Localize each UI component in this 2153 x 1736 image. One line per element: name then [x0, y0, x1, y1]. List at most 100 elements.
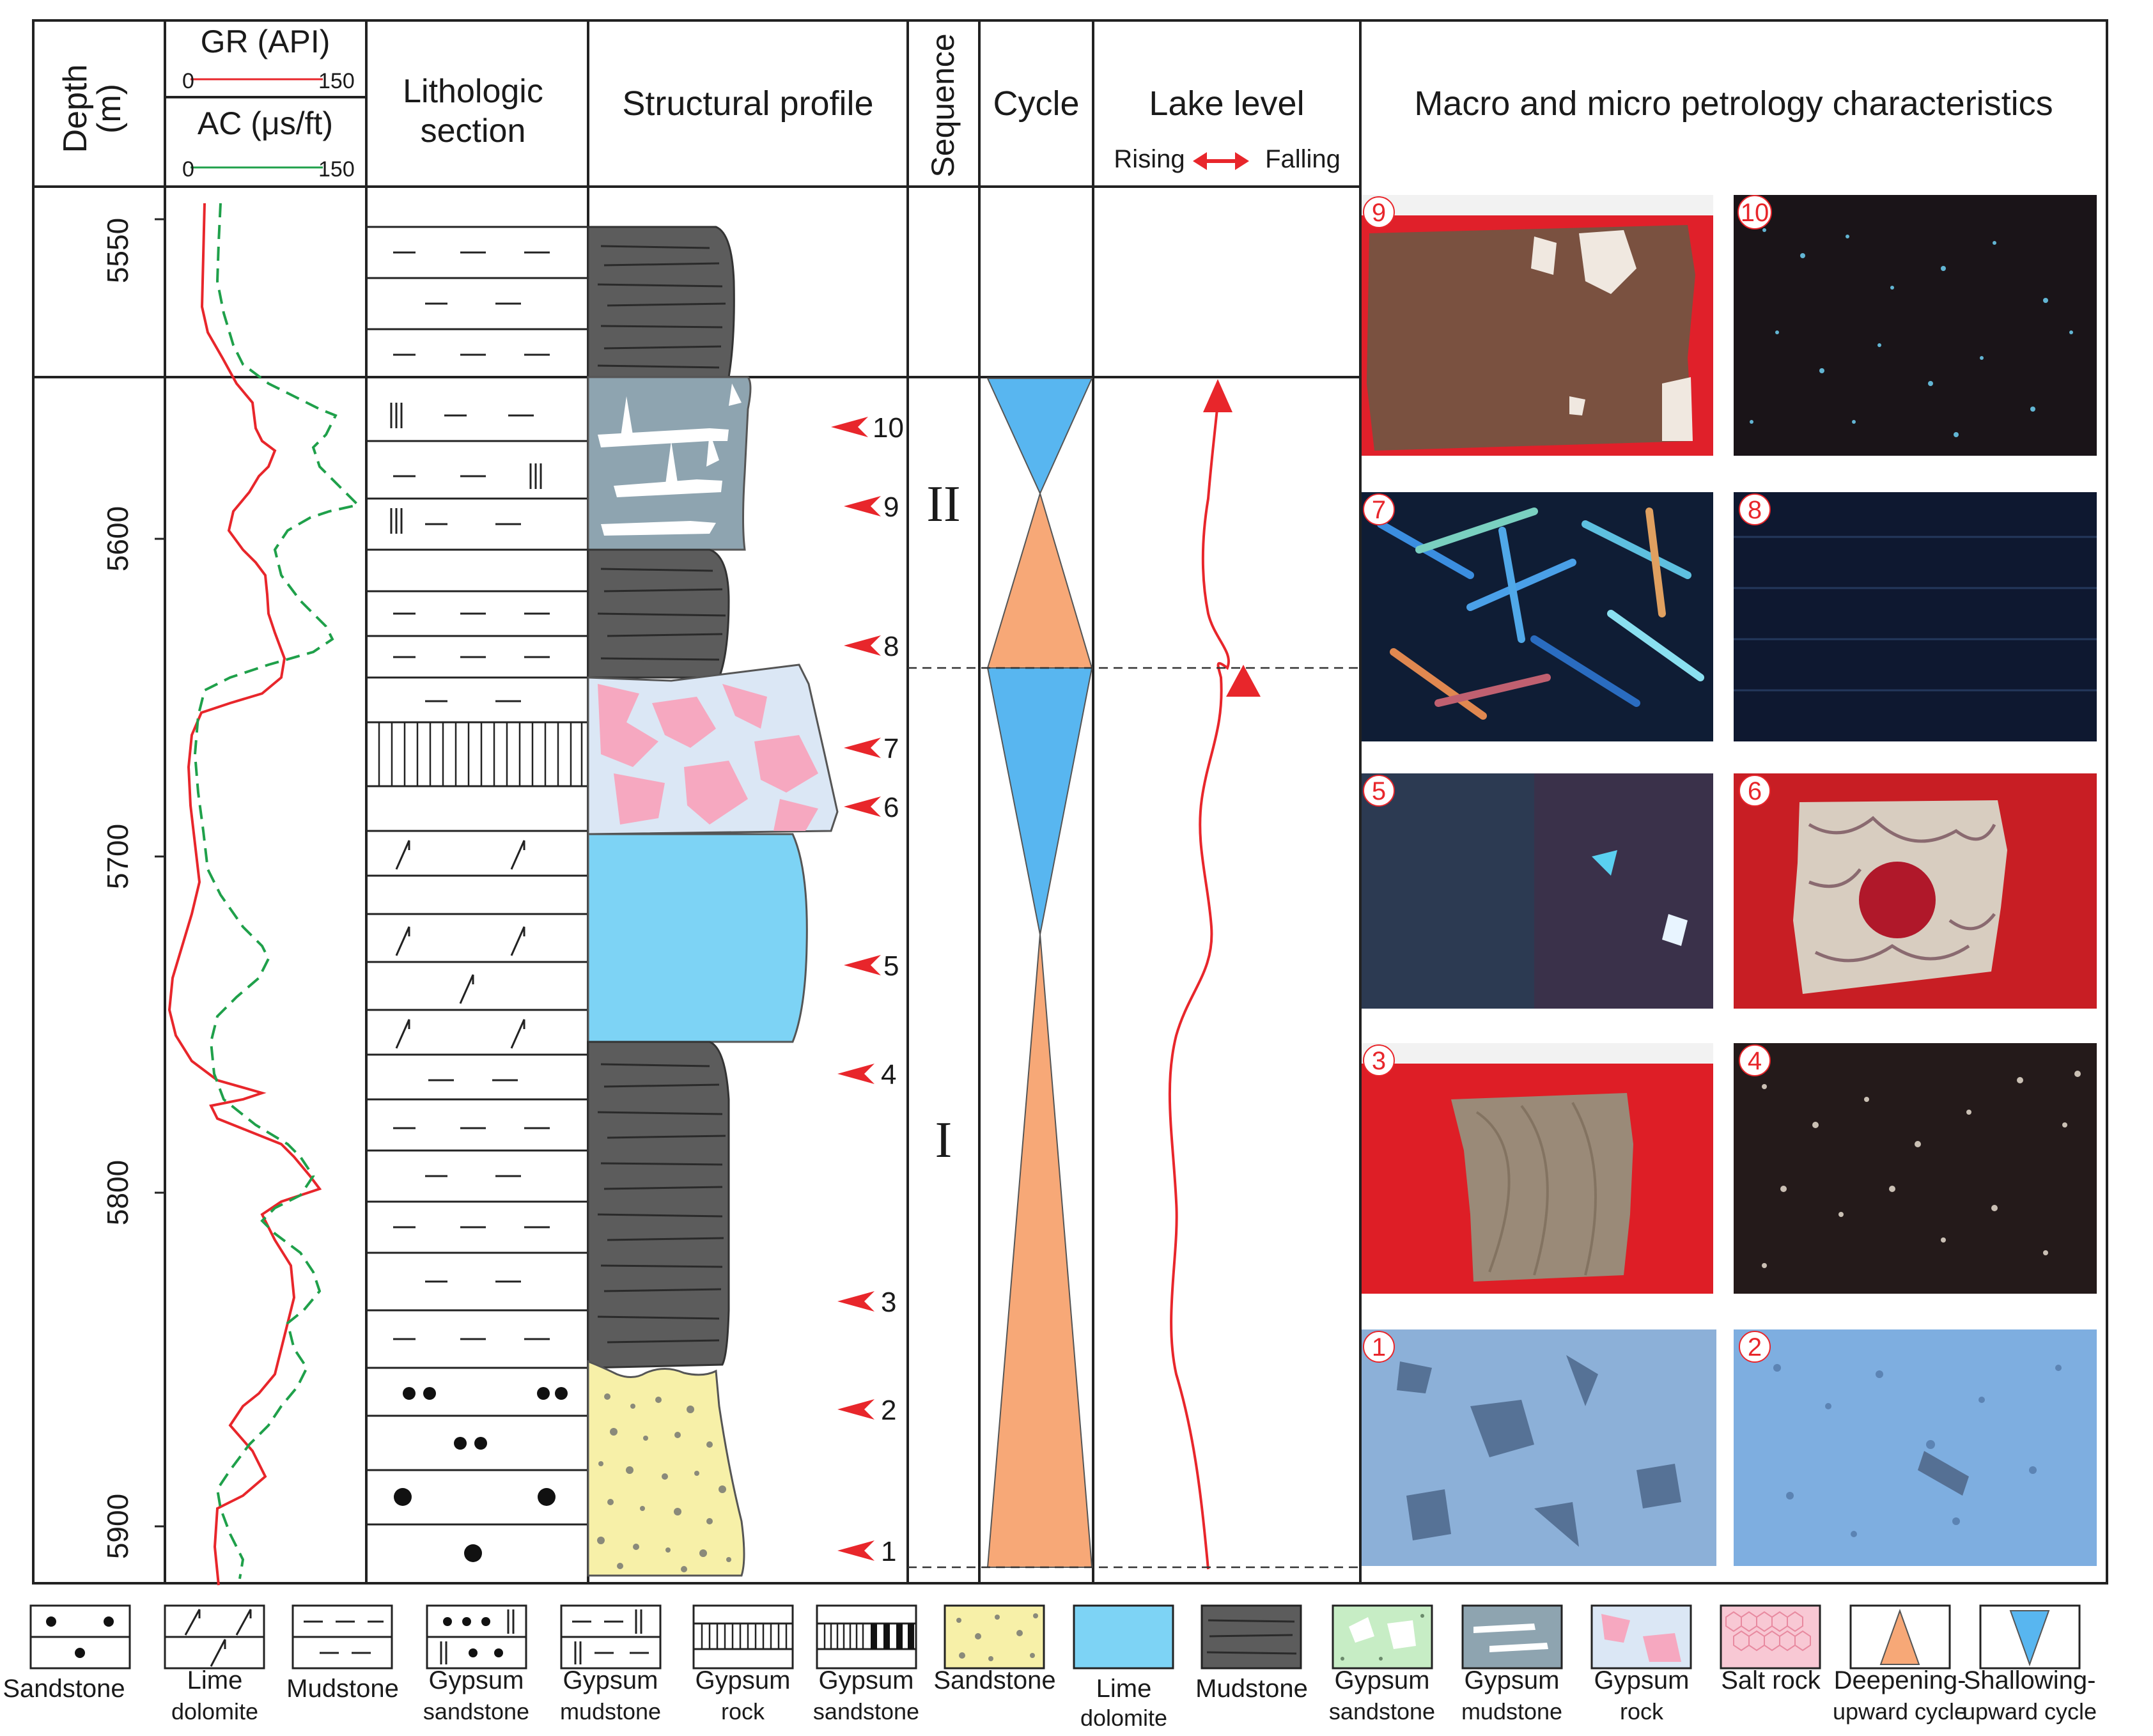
photo-8: 8	[1734, 492, 2097, 741]
legend: Sandstone Lime dolomite Mudstone	[3, 1604, 2097, 1731]
svg-text:4: 4	[881, 1059, 896, 1090]
deepening-cycle-lower	[986, 934, 1093, 1568]
cycle-header: Cycle	[993, 84, 1079, 123]
svg-text:Sandstone: Sandstone	[933, 1666, 1055, 1694]
sequence-I-label: I	[935, 1112, 952, 1168]
photo-4-label-badge	[1739, 1044, 1771, 1076]
svg-text:10: 10	[873, 412, 904, 444]
svg-text:Gypsum: Gypsum	[429, 1666, 524, 1694]
legend-item-deepening-cycle: Deepening- upward cycle	[1833, 1604, 1967, 1724]
svg-text:Salt rock: Salt rock	[1721, 1666, 1821, 1694]
sample-marker-5: 5	[844, 950, 899, 982]
legend-item-gypsum-rock-color: Gypsum rock	[1590, 1604, 1692, 1724]
sandstone-bed	[587, 1360, 745, 1577]
depth-header: Depth	[57, 65, 94, 153]
photo-9-label-badge	[1363, 196, 1395, 228]
depth-tick-5700: 5700	[101, 824, 134, 889]
legend-item-mudstone-pattern: Mudstone	[286, 1604, 399, 1703]
svg-text:sandstone: sandstone	[1329, 1698, 1435, 1724]
photo-6-label-badge	[1739, 775, 1771, 807]
photo-5: 5	[1362, 773, 1713, 1009]
depth-tick-5800: 5800	[101, 1160, 134, 1225]
sample-marker-4: 4	[837, 1059, 896, 1090]
photo-10: 10	[1734, 195, 2097, 456]
sample-marker-2: 2	[837, 1395, 896, 1426]
mudstone-bed-lower	[587, 1041, 730, 1369]
lake-level-peak-upper-icon	[1203, 379, 1232, 412]
svg-text:Gypsum: Gypsum	[1335, 1666, 1430, 1694]
legend-item-gypsum-mudstone-color: Gypsum mudstone	[1461, 1604, 1563, 1724]
sequence-header: Sequence	[925, 33, 961, 177]
lime-dolomite-slashes	[395, 840, 525, 1049]
depth-tick-5900: 5900	[101, 1494, 134, 1559]
svg-text:Gypsum: Gypsum	[1465, 1666, 1560, 1694]
gr-curve	[167, 203, 322, 1586]
lake-level-curve	[1168, 402, 1230, 1570]
photo-2-label: 2	[1748, 1333, 1762, 1361]
photo-7-label: 7	[1372, 496, 1386, 524]
ac-curve	[193, 203, 361, 1579]
photo-9-label: 9	[1372, 199, 1386, 227]
litho-bed-boundaries	[366, 226, 588, 1526]
svg-text:Gypsum: Gypsum	[563, 1666, 658, 1694]
lake-level-column	[1168, 379, 1261, 1570]
svg-text:5: 5	[883, 950, 899, 982]
svg-text:upward cycle: upward cycle	[1963, 1698, 2097, 1724]
svg-text:upward cycle: upward cycle	[1833, 1698, 1967, 1724]
mudstone-texture-top	[597, 245, 726, 369]
shallowing-cycle-upper	[986, 378, 1093, 495]
sandstone-dots	[394, 1387, 568, 1562]
photo-10-label: 10	[1741, 199, 1769, 227]
legend-item-salt-rock: Salt rock	[1720, 1604, 1821, 1694]
svg-text:sandstone: sandstone	[423, 1698, 529, 1724]
mudstone-texture-lower	[597, 1063, 726, 1344]
sample-marker-3: 3	[837, 1287, 896, 1318]
svg-text:8: 8	[883, 631, 899, 662]
svg-text:Gypsum: Gypsum	[819, 1666, 914, 1694]
falling-label: Falling	[1265, 145, 1341, 173]
legend-item-sandstone-color: Sandstone	[933, 1604, 1056, 1694]
svg-text:mudstone: mudstone	[1461, 1698, 1562, 1724]
gypsum-verticals	[390, 403, 542, 534]
photo-1-label-badge	[1363, 1331, 1395, 1363]
svg-text:Mudstone: Mudstone	[286, 1675, 399, 1703]
photo-8-label: 8	[1748, 496, 1762, 524]
mudstone-texture-middle	[597, 568, 726, 661]
svg-text:rock: rock	[1620, 1698, 1664, 1724]
photo-10-label-badge	[1737, 195, 1772, 229]
mudstone-dashes	[393, 251, 550, 1340]
svg-text:Shallowing-: Shallowing-	[1964, 1666, 2096, 1694]
sample-markers: 10 9 8 7 6 5 4 3	[831, 412, 904, 1567]
sample-marker-7: 7	[844, 733, 899, 764]
rising-label: Rising	[1114, 145, 1185, 173]
photo-6-label: 6	[1748, 777, 1762, 805]
photo-1-label: 1	[1372, 1333, 1386, 1361]
sandstone-texture	[597, 1393, 731, 1572]
legend-item-lime-dolomite-pattern: Lime dolomite	[164, 1604, 265, 1724]
photo-5-label-badge	[1363, 775, 1395, 807]
svg-text:dolomite: dolomite	[1080, 1705, 1167, 1731]
lithologic-header-line1: Lithologic	[403, 73, 543, 110]
petrology-photos: 9 10	[1362, 195, 2097, 1566]
svg-text:6: 6	[883, 792, 899, 823]
double-arrow-icon	[1193, 152, 1249, 170]
svg-text:Gypsum: Gypsum	[1594, 1666, 1690, 1694]
photo-3-label: 3	[1372, 1047, 1386, 1075]
cycle-column	[986, 378, 1093, 1568]
svg-text:Deepening-: Deepening-	[1834, 1666, 1966, 1694]
legend-item-gypsum-sandstone-pattern: Gypsum sandstone	[423, 1604, 529, 1724]
legend-item-shallowing-cycle: Shallowing- upward cycle	[1963, 1604, 2097, 1724]
photo-6: 6	[1734, 773, 2097, 1009]
photo-4: 4	[1734, 1043, 2097, 1294]
legend-item-gypsum-mudstone-pattern: Gypsum mudstone	[560, 1604, 662, 1724]
gr-scale-min: 0	[182, 69, 194, 93]
shallowing-cycle-lower	[986, 667, 1093, 935]
ac-scale-max: 150	[318, 157, 355, 182]
gypsum-rock-texture	[598, 684, 818, 831]
structural-profile-header: Structural profile	[622, 84, 873, 123]
sample-marker-1: 1	[837, 1536, 896, 1567]
sample-marker-10: 10	[831, 412, 904, 444]
legend-item-gypsum-rock-pattern: Gypsum rock	[692, 1604, 794, 1724]
depth-axis: 5550 5600 5700 5800 5900	[101, 218, 165, 1559]
svg-text:Sandstone: Sandstone	[3, 1675, 125, 1703]
